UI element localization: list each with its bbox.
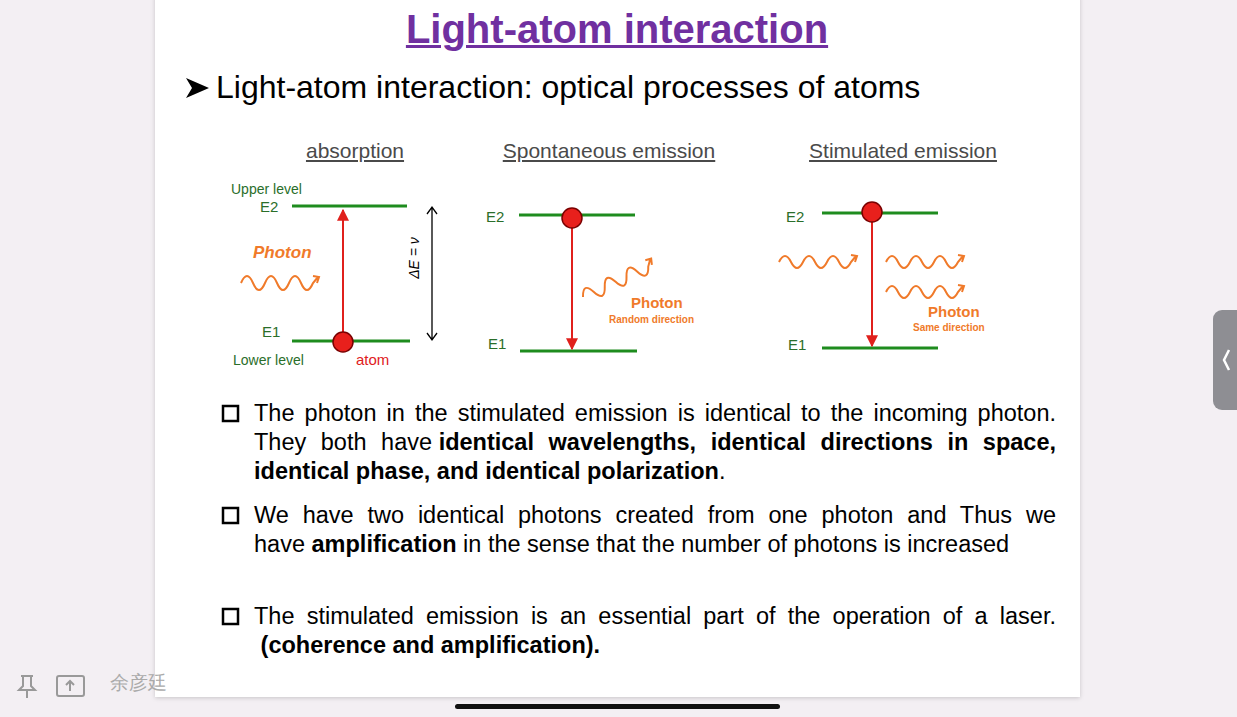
photon-label: Photon [253,243,312,263]
energy-symbol: E1 [788,336,806,353]
energy-symbol: E1 [488,335,506,352]
slide-panel [155,0,1080,697]
bullet-text: . [719,458,726,484]
checkbox-bullet [223,508,238,523]
panel-heading: Stimulated emission [809,139,997,163]
atom-dot [333,332,353,352]
home-indicator [455,704,780,709]
pin-icon [19,676,35,698]
energy-symbol: E1 [262,323,280,340]
transition-arrow [342,210,344,332]
transition-arrow [871,222,873,346]
photon-wave [241,276,319,290]
transition-arrow [571,228,573,349]
photon-label: Photon [928,303,980,320]
bullet-paragraph: The stimulated emission is an essential … [254,602,1056,660]
energy-gap-label: ΔE = ν [406,237,422,279]
atom-dot [862,202,882,222]
photon-note: Same direction [913,322,985,334]
screen-icon-arrow [66,681,74,691]
photon-label: Photon [631,294,683,311]
energy-gap-arrow [427,207,437,340]
bullet-text: in the sense that the number of photons … [463,531,1009,557]
screen-icon [57,676,84,696]
atom-label: atom [356,351,389,368]
photon-note: Random direction [609,314,694,326]
user-watermark: 余彦廷 [110,672,167,694]
panel-heading: absorption [306,139,404,163]
level-name: Lower level [233,352,304,368]
bullet-emphasis: amplification [312,531,457,557]
checkbox-bullet [223,609,238,624]
bullet-emphasis: (coherence and amplification). [261,632,601,658]
upper-level-line [292,205,407,208]
bullet-text: The stimulated emission is an essential … [254,603,1056,629]
slide-title: Light-atom interaction [406,6,828,52]
energy-symbol: E2 [786,208,804,225]
atom-dot [562,208,582,228]
side-tab [1213,310,1237,410]
arrow-bullet [186,78,209,98]
checkbox-bullet [223,406,238,421]
lower-level-line [822,347,938,350]
outgoing-photon-wave [886,285,964,298]
bullet-paragraph: The photon in the stimulated emission is… [254,399,1056,486]
energy-symbol: E2 [260,198,278,215]
chevron-icon [1224,350,1229,370]
energy-symbol: E2 [486,208,504,225]
lower-level-line [520,350,637,353]
level-name: Upper level [231,181,302,197]
bullet-paragraph: We have two identical photons created fr… [254,501,1056,559]
bullet-heading: Light-atom interaction: optical processe… [216,69,920,106]
outgoing-photon-wave [886,255,964,268]
panel-heading: Spontaneous emission [503,139,715,163]
incoming-photon-wave [779,255,857,268]
